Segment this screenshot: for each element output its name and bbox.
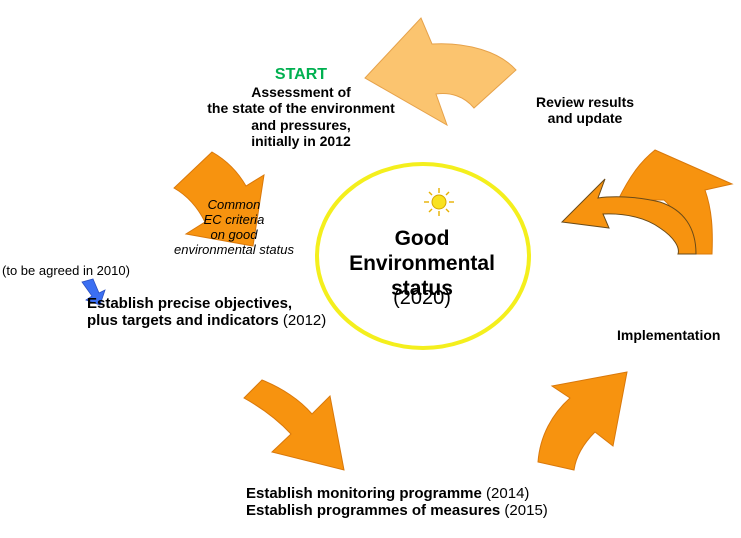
center-year: (2020) (393, 287, 451, 309)
center-circle (315, 162, 531, 350)
criteria-line-2: EC criteria (203, 211, 265, 227)
start-line-3: and pressures, (251, 116, 351, 133)
objectives-text: Establish precise objectives, plus targe… (87, 295, 326, 330)
criteria-note: (to be agreed in 2010) (2, 263, 130, 278)
right-inner-arrow (560, 178, 697, 255)
start-line-1: Assessment of (251, 84, 351, 101)
monitoring-line-2-bold: Establish programmes of measures (246, 502, 501, 520)
implementation-label: Implementation (617, 327, 721, 343)
review-line-2: and update (547, 110, 623, 127)
bottom-left-arrow (243, 379, 345, 471)
criteria-text: Common EC criteria on good environmental… (174, 197, 294, 258)
sun-icon (424, 188, 454, 216)
monitoring-text: Establish monitoring programme (2014) Es… (246, 485, 548, 520)
start-line-4: initially in 2012 (251, 132, 351, 149)
start-assessment-text: START Assessment of the state of the env… (186, 66, 416, 149)
upper-left-arrow (173, 151, 265, 247)
monitoring-line-2: Establish programmes of measures (2015) (246, 502, 548, 519)
top-curved-arrow (364, 17, 517, 127)
start-label: START (274, 66, 328, 83)
objectives-line-2-bold: plus targets and indicators (87, 312, 279, 330)
monitoring-line-1-bold: Establish monitoring programme (246, 485, 482, 502)
criteria-line-3: on good (210, 226, 258, 242)
bottom-right-arrow (537, 371, 628, 471)
center-line-1: Good (394, 227, 450, 250)
objectives-line-2: plus targets and indicators (2012) (87, 312, 326, 329)
monitoring-line-1: Establish monitoring programme (2014) (246, 485, 548, 502)
objectives-line-1: Establish precise objectives, (87, 295, 293, 312)
center-title: Good Environmental status (332, 226, 512, 302)
start-line-2: the state of the environment (207, 100, 395, 117)
center-line-2: Environmental (349, 252, 495, 276)
monitoring-line-1-year: (2014) (481, 485, 530, 502)
criteria-line-4: environmental status (174, 241, 294, 257)
small-blue-arrow (81, 278, 106, 306)
center-line-3: status (391, 277, 453, 301)
monitoring-line-2-year: (2015) (500, 502, 548, 520)
review-line-1: Review results (535, 94, 635, 110)
review-text: Review results and update (505, 94, 665, 126)
objectives-line-2-year: (2012) (278, 312, 327, 330)
criteria-line-1: Common (207, 197, 261, 212)
